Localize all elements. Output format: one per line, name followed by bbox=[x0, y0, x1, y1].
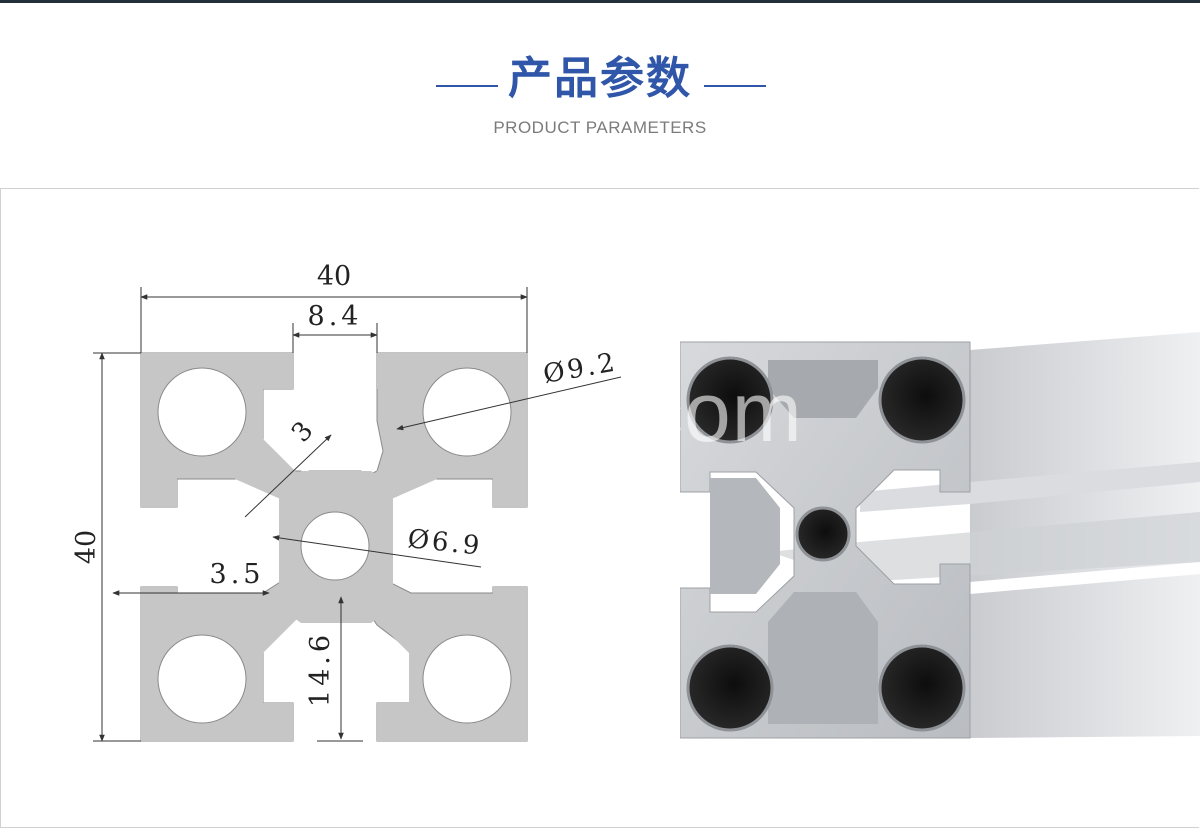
product-photo bbox=[680, 332, 1200, 739]
title-line-left bbox=[436, 85, 498, 87]
dim-web-leader bbox=[244, 434, 332, 518]
section-header: 产品参数 PRODUCT PARAMETERS bbox=[0, 40, 1200, 150]
dim-height bbox=[93, 352, 141, 742]
dim-slot-label: 8.4 bbox=[308, 301, 363, 332]
hole-bottom-left bbox=[157, 634, 247, 724]
dim-lip-label: 3.5 bbox=[210, 559, 265, 590]
photo-hole-top-right bbox=[878, 356, 966, 444]
hole-bottom-right bbox=[422, 634, 512, 724]
dim-hole-large-label: Ø9.2 bbox=[541, 347, 620, 390]
dim-height-label: 40 bbox=[71, 530, 102, 564]
profile-drawing: 40 8.4 40 Ø9.2 Ø6.9 3 3.5 bbox=[71, 261, 622, 742]
title-line-right bbox=[704, 85, 766, 87]
photo-hole-top-left bbox=[686, 356, 774, 444]
dim-hole-center-leader bbox=[272, 535, 482, 568]
dim-slot bbox=[292, 323, 378, 353]
photo-hole-bottom-right bbox=[878, 644, 966, 732]
dim-hole-large-leader bbox=[396, 376, 622, 431]
hole-top-left bbox=[157, 367, 247, 457]
dim-width bbox=[140, 287, 528, 353]
page-title: 产品参数 bbox=[508, 53, 692, 104]
product-panel: 40 8.4 40 Ø9.2 Ø6.9 3 3.5 bbox=[0, 188, 1200, 828]
page-subtitle: PRODUCT PARAMETERS bbox=[493, 118, 707, 137]
dim-web-label: 3 bbox=[286, 416, 319, 448]
hole-top-right bbox=[422, 367, 512, 457]
dim-depth-label: 14.6 bbox=[305, 631, 336, 707]
dim-hole-center-label: Ø6.9 bbox=[406, 524, 483, 562]
watermark-text: com bbox=[641, 365, 803, 459]
dim-width-label: 40 bbox=[317, 261, 351, 292]
photo-hole-bottom-left bbox=[686, 644, 774, 732]
top-bar bbox=[0, 0, 1200, 3]
dim-depth bbox=[317, 596, 363, 742]
photo-hole-center bbox=[795, 506, 851, 562]
